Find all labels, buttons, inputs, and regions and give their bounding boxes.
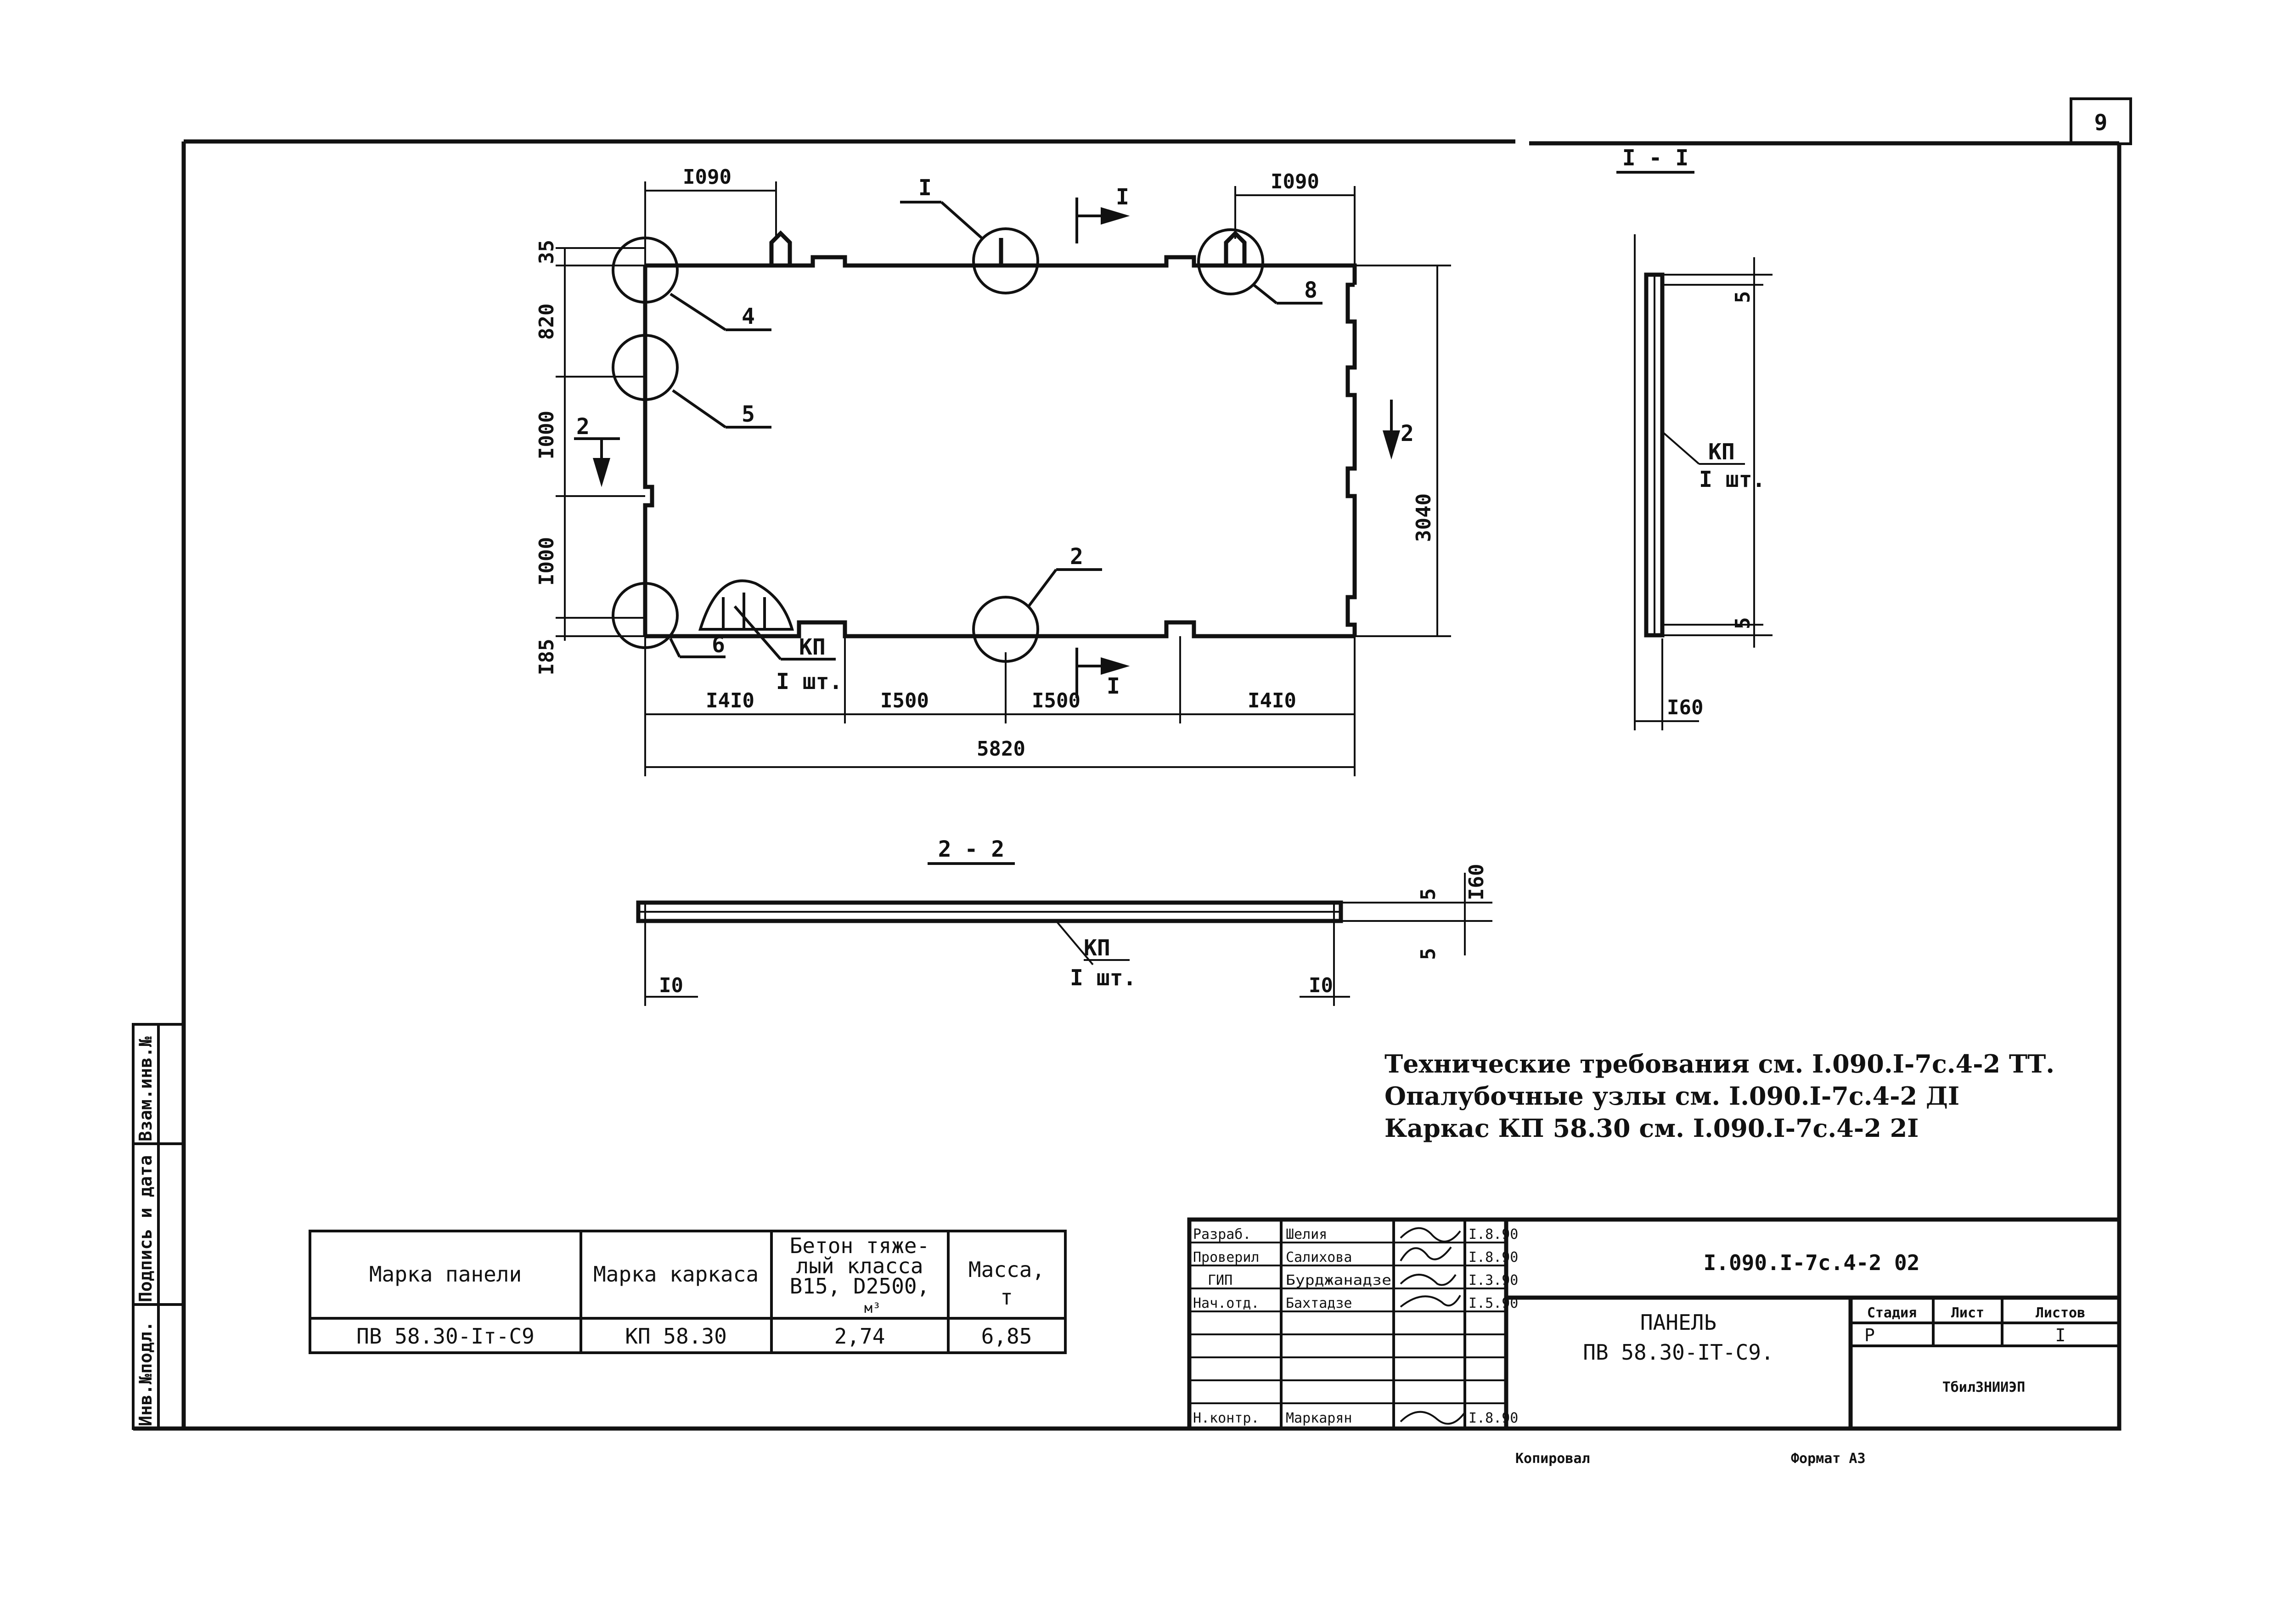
spec-cell-panel: ПВ 58.30-Iт-С9 [356, 1324, 535, 1349]
side-stamp-sign: Подпись и дата [135, 1155, 156, 1302]
plan-frame-qty: I шт. [776, 669, 843, 695]
title-block [1187, 1217, 2122, 1431]
tb-stage-header: Стадия [1867, 1305, 1917, 1321]
dim-left-35: 35 [535, 240, 558, 264]
dim-top-right: I090 [1271, 170, 1319, 193]
spec-cell-frame: КП 58.30 [625, 1324, 727, 1349]
callout-2: 2 [1070, 544, 1083, 570]
section-mark-1-top: I [1116, 184, 1129, 210]
spec-table [309, 1230, 1067, 1354]
callout-8: 8 [1304, 277, 1317, 303]
spec-header-concrete-3: В15, D2500, [790, 1274, 930, 1299]
tb-role-chief-engineer: ГИП [1208, 1272, 1232, 1288]
dim-total-5820: 5820 [977, 737, 1025, 761]
spec-header-concrete-2: лый класса [796, 1254, 923, 1278]
dim-left-1000a: I000 [535, 411, 558, 459]
detail-callouts [612, 201, 1322, 663]
dim-left-185: I85 [535, 639, 558, 675]
tb-date-2: I.8.90 [1469, 1249, 1518, 1265]
tb-name-2: Салихова [1286, 1249, 1352, 1265]
footer-format: Формат А3 [1791, 1451, 1866, 1467]
tb-sheet-header: Лист [1951, 1305, 1984, 1321]
tb-name-3: Бурджанадзе [1286, 1272, 1391, 1288]
section-2-2-frame-label: КП [1084, 935, 1110, 961]
section-1-1-title: I - I [1622, 145, 1689, 171]
callout-5: 5 [742, 401, 755, 427]
dim-bottom-1410-right: I4I0 [1248, 689, 1296, 712]
callout-6: 6 [712, 632, 725, 658]
tb-title-line2: ПВ 58.30-IТ-С9. [1583, 1340, 1773, 1365]
spec-cell-concrete: 2,74 [834, 1324, 885, 1349]
tb-date-5: I.8.90 [1469, 1410, 1518, 1426]
tb-title-line1: ПАНЕЛЬ [1640, 1310, 1716, 1335]
spec-header-mass: Масса, [968, 1257, 1045, 1282]
section-1-1-frame-label: КП [1708, 439, 1735, 465]
spec-header-frame: Марка каркаса [593, 1262, 759, 1287]
section-1-1-dim-top: 5 [1731, 291, 1755, 304]
footer-copied: Копировал [1515, 1451, 1590, 1467]
dim-left-1000b: I000 [535, 537, 558, 586]
tb-date-4: I.5.90 [1469, 1295, 1518, 1311]
spec-header-panel: Марка панели [369, 1262, 522, 1287]
tb-stage: Р [1864, 1325, 1875, 1345]
tb-role-head-dept: Нач.отд. [1193, 1295, 1260, 1311]
section-2-2-dim-10-right: I0 [1309, 974, 1333, 997]
spec-cell-mass: 6,85 [981, 1324, 1032, 1349]
section-2-2-dim-top: 5 [1417, 888, 1440, 901]
dim-right-3040: 3040 [1412, 493, 1435, 542]
section-marks [574, 198, 1401, 698]
section-1-1 [1616, 171, 1773, 730]
tb-sheets: I [2055, 1325, 2066, 1345]
tb-organization: ТбилЗНИИЭП [1942, 1379, 2026, 1395]
side-stamp [132, 1023, 185, 1430]
tb-role-checked: Проверил [1193, 1249, 1260, 1265]
section-2-2-frame-qty: I шт. [1070, 965, 1137, 991]
dim-left-820: 820 [535, 304, 558, 340]
section-2-2-dim-bottom: 5 [1417, 948, 1440, 960]
plan-dimension-lines [556, 181, 1451, 776]
note-technical-requirements: Технические требования см. I.090.I-7с.4-… [1384, 1049, 2054, 1079]
tb-name-5: Маркарян [1286, 1410, 1352, 1426]
side-stamp-inv: Инв.№подл. [135, 1321, 156, 1426]
section-2-2-dim-160: I60 [1465, 864, 1488, 900]
panel-plan [643, 230, 1357, 638]
section-mark-2-left: 2 [576, 414, 590, 440]
section-1-1-dim-bottom: 5 [1731, 617, 1755, 630]
dim-bottom-1500-left: I500 [880, 689, 929, 712]
tb-name-4: Бахтадзе [1286, 1295, 1352, 1311]
tb-sheets-header: Листов [2036, 1305, 2085, 1321]
callout-4: 4 [742, 304, 755, 329]
spec-header-concrete-unit: м³ [864, 1300, 881, 1316]
section-2-2 [636, 862, 1492, 1006]
tb-date-3: I.3.90 [1469, 1272, 1518, 1288]
tb-name-1: Шелия [1286, 1226, 1327, 1243]
callout-1: I [918, 175, 932, 201]
sheet-number: 9 [2094, 110, 2108, 136]
note-formwork-nodes: Опалубочные узлы см. I.090.I-7с.4-2 ДI [1384, 1081, 1959, 1111]
tb-role-norm-control: Н.контр. [1193, 1410, 1260, 1426]
spec-header-concrete-1: Бетон тяже- [790, 1233, 930, 1258]
side-stamp-replace: Взам.инв.№ [135, 1036, 156, 1141]
section-1-1-dim-160: I60 [1667, 696, 1703, 719]
section-mark-2-right: 2 [1401, 421, 1414, 446]
signatures [1400, 1227, 1466, 1425]
dim-bottom-1410-left: I4I0 [706, 689, 754, 712]
plan-frame-label: КП [799, 634, 826, 660]
dim-bottom-1500-right: I500 [1032, 689, 1080, 712]
tb-date-1: I.8.90 [1469, 1226, 1518, 1243]
dim-top-left: I090 [683, 165, 732, 189]
note-frame: Каркас КП 58.30 см. I.090.I-7с.4-2 2I [1384, 1113, 1919, 1143]
section-1-1-frame-qty: I шт. [1699, 467, 1766, 492]
section-2-2-dim-10-left: I0 [659, 974, 683, 997]
section-mark-1-bottom: I [1107, 673, 1120, 699]
tb-document-code: I.090.I-7с.4-2 02 [1704, 1250, 1920, 1275]
sheet-frame [133, 97, 2132, 1431]
tb-role-developed: Разраб. [1193, 1226, 1251, 1243]
section-2-2-title: 2 - 2 [938, 836, 1005, 862]
spec-header-mass-unit: т [1000, 1285, 1013, 1310]
